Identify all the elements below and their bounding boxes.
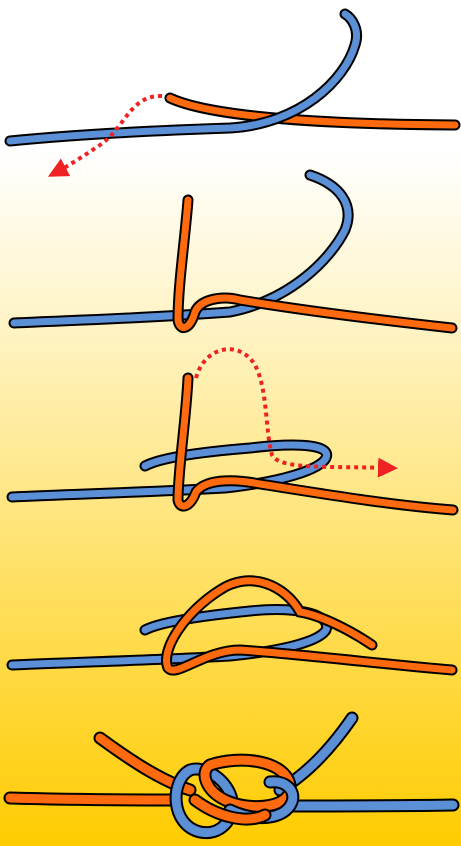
step-1: [10, 14, 455, 173]
step-4-orange-rope: [167, 581, 452, 670]
step-5-orange-left-rope: [10, 738, 190, 800]
step-3: [12, 349, 453, 510]
step-5: [10, 718, 453, 833]
step-2: [14, 175, 452, 328]
step-5-knot-core: [176, 760, 293, 832]
step-4: [12, 581, 452, 670]
